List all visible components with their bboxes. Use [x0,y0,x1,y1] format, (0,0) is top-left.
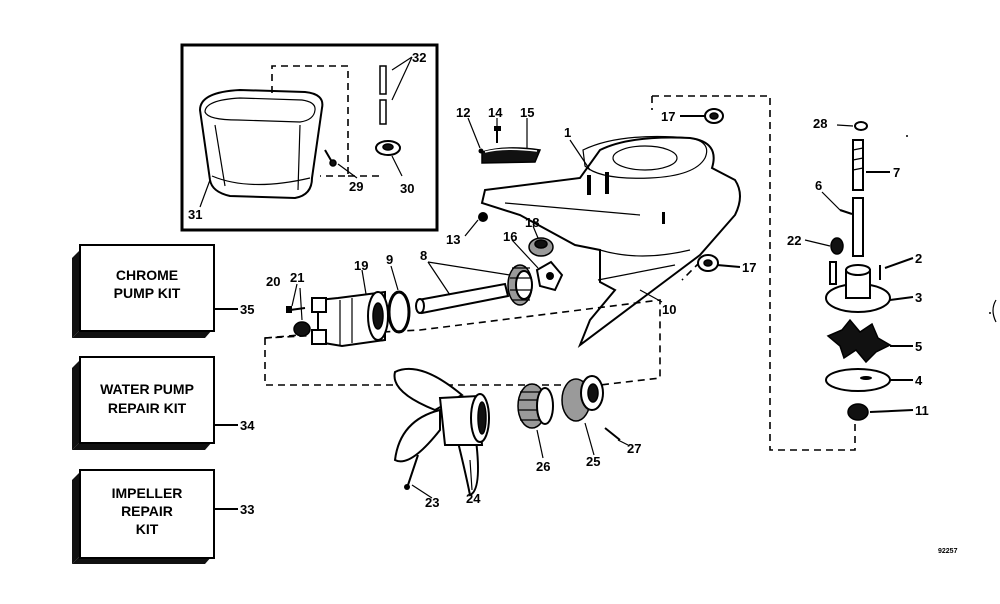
callout-23: 23 [425,495,439,510]
washer-part-12 [478,148,484,154]
callout-33: 33 [240,502,254,517]
callout-20: 20 [266,274,280,289]
callout-28: 28 [813,116,827,131]
pump-housing-part-3 [825,261,891,313]
callout-27: 27 [627,441,641,456]
callout-16: 16 [503,229,517,244]
callout-26: 26 [536,459,550,474]
callout-22: 22 [787,233,801,248]
screw-part-29 [324,149,337,167]
callout-7: 7 [893,165,900,180]
callout-18: 18 [525,215,539,230]
callout-1: 1 [564,125,571,140]
callout-14: 14 [488,105,503,120]
kit-35-line-1: CHROME [116,267,178,283]
callout-29: 29 [349,179,363,194]
callout-6: 6 [815,178,822,193]
clutch-part-25 [561,375,604,422]
gearcase-housing-part [480,135,741,348]
kit-33-line-3: KIT [136,521,159,537]
kit-33-line-2: REPAIR [121,503,173,519]
o-ring-part-9 [387,290,411,334]
callout-32: 32 [412,50,426,65]
callout-13: 13 [446,232,460,247]
seal-part-30 [375,140,401,156]
callout-2: 2 [915,251,922,266]
pin-part-32 [379,65,387,125]
callout-5: 5 [915,339,922,354]
drawing-number: 92257 [938,548,958,555]
inset-exhaust-housing-box: 32 29 30 31 [180,43,439,232]
callout-31: 31 [188,207,202,222]
shear-pin-part-23 [404,454,419,490]
callout-10: 10 [662,302,676,317]
kit-33-line-1: IMPELLER [112,485,183,501]
kit-35-line-2: PUMP KIT [114,285,181,301]
callout-19: 19 [354,258,368,273]
callout-11: 11 [915,403,929,418]
exhaust-housing-part [198,88,324,200]
liner-part-11 [847,403,869,421]
washer-part-20 [293,321,311,337]
callout-30: 30 [400,181,414,196]
kit-box-34: WATER PUMP REPAIR KIT 34 [72,356,255,450]
callout-15: 15 [520,105,534,120]
kit-34-line-2: REPAIR KIT [108,400,187,416]
gear-part-8 [507,264,533,306]
callout-3: 3 [915,290,922,305]
cover-plate-part-15 [481,147,542,164]
callout-25: 25 [586,454,600,469]
callout-17-bottom: 17 [742,260,756,275]
callout-21: 21 [290,270,304,285]
kit-box-35: CHROME PUMP KIT 35 [72,244,254,338]
screw-part-14 [494,126,501,143]
callout-35: 35 [240,302,254,317]
shaft-part-7 [852,139,864,257]
screw-part-21 [286,306,306,313]
impeller-part-5 [826,318,892,364]
grommet-part-22 [830,237,844,255]
gear-part-18 [528,237,554,257]
ring-part-28 [854,121,868,131]
callout-9: 9 [386,252,393,267]
plate-part-4 [825,368,891,392]
kit-box-33: IMPELLER REPAIR KIT 33 [72,469,254,564]
plug-part-13 [478,212,488,222]
seal-part-17-bottom [697,254,719,272]
callout-34: 34 [240,418,255,433]
callout-17-top: 17 [661,109,675,124]
callout-4: 4 [915,373,923,388]
bearing-carrier-part-19 [311,290,389,348]
pin-part-27 [604,427,621,441]
callout-8: 8 [420,248,427,263]
gear-part-26 [517,383,554,429]
nut-part-16 [535,260,564,292]
seal-part-17-top [704,108,724,124]
propshaft-part-8 [415,282,510,315]
kit-34-line-1: WATER PUMP [100,381,194,397]
callout-12: 12 [456,105,470,120]
key-part-6 [839,209,853,215]
propeller-part-24 [393,367,490,497]
callout-24: 24 [466,491,481,506]
leader-lines [291,115,914,499]
